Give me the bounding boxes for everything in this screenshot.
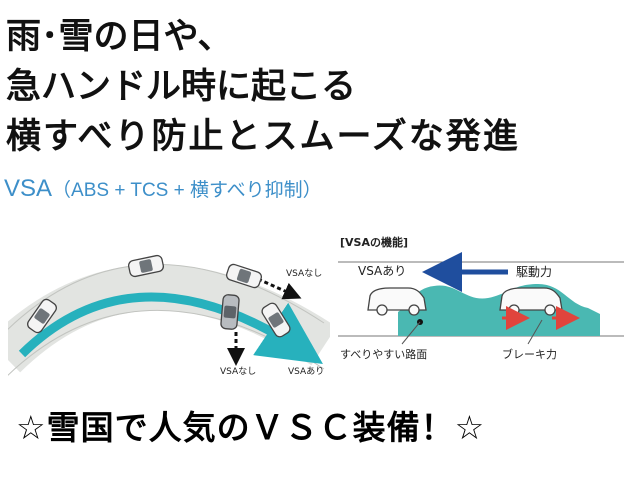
vsa-trajectory-arrow (18, 292, 323, 365)
function-title: [VSAの機能] (340, 235, 408, 249)
vsa-subtitle: VSA（ABS + TCS + 横すべり抑制） (4, 174, 322, 206)
label-slippery-surface: すべりやすい路面 (340, 348, 427, 361)
vsa-subtitle-main: VSA (4, 175, 53, 202)
footer-banner: ☆雪国で人気のＶＳＣ装備！☆ (16, 408, 486, 447)
headline-line-2: 急ハンドル時に起こる (6, 67, 357, 107)
brake-callout-line (527, 319, 543, 345)
surface-callout-line (401, 321, 421, 345)
slippery-surface-area (398, 284, 600, 336)
label-drive-force: 駆動力 (516, 265, 552, 279)
car-icon (367, 287, 427, 316)
car-icon (261, 302, 291, 338)
vsa-curve-diagram: VSAなし VSAなし VSAあり (8, 254, 330, 377)
car-icon (220, 294, 240, 330)
headline-line-3: 横すべり防止とスムーズな発進 (6, 117, 520, 157)
label-brake-force: ブレーキ力 (502, 347, 557, 361)
vsa-subtitle-detail: （ABS + TCS + 横すべり抑制） (52, 180, 322, 201)
vsa-function-diagram: [VSAの機能] VSAあり 駆動力 すべりやすい路面 ブレーキ力 (338, 235, 624, 361)
car-icon (226, 263, 262, 289)
label-vsa-nashi-top: VSAなし (286, 268, 322, 279)
label-vsa-nashi-bottom: VSAなし (220, 366, 256, 377)
car-icon (27, 298, 57, 334)
car-icon (127, 254, 165, 278)
label-vsa-ari: VSAあり (288, 366, 324, 377)
label-vsa-ari: VSAあり (358, 264, 406, 278)
headline-line-1: 雨･雪の日や、 (6, 17, 233, 57)
